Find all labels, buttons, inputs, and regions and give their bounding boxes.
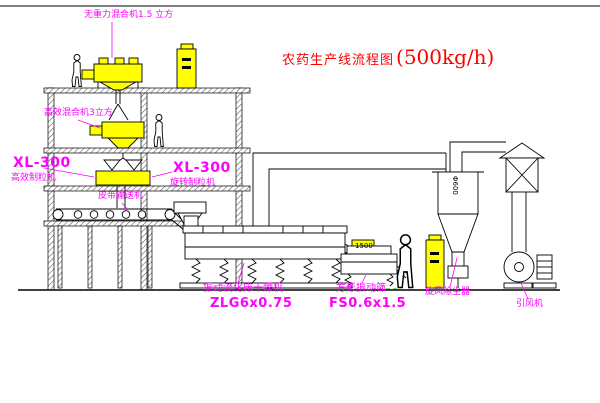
worker-figure-top-floor [71,54,82,87]
elevator-box-lower [425,234,445,289]
dimension-screen-feed: 1500 [355,242,373,250]
label-fluid-bed-dryer-model: ZLG6x0.75 [210,296,293,311]
dimension-cyclone-diameter: Φ600 [451,176,459,195]
label-granulator-mid-name: 旋转制粒机 [170,178,216,188]
label-gravity-mixer: 无重力混合机1.5 立方 [84,10,174,20]
elevator-box-upper [176,43,197,89]
belt-conveyor [52,208,191,231]
granulator-chute [116,186,126,208]
title-capacity: (500kg/h) [396,45,495,69]
gravity-mixer [81,57,143,91]
label-cyclone: 旋风除尘器 [425,287,471,297]
title-text: 农药生产线流程图 [282,53,395,68]
label-leader-lines [43,22,529,300]
label-fluid-bed-dryer: 振动流化床干燥机 [203,283,283,294]
label-granulator-left-model: XL-300 [13,155,71,171]
label-high-eff-mixer: 高效混合机3立方 [44,108,113,118]
label-belt-conveyor: 皮带输送机 [98,191,144,201]
drawing-title: 农药生产线流程图 (500kg/h) [282,45,494,69]
label-fan: 引风机 [516,299,544,309]
exhaust-pipe-cyclone-to-stack [449,141,506,172]
granulator [95,159,151,186]
label-granulator-mid-model: XL-300 [173,160,231,176]
induced-draft-fan [503,251,557,289]
fluid-bed-dryer [179,215,359,289]
exhaust-stack-cap [498,142,546,252]
label-vibrating-screen: 方形振动筛 [336,283,386,294]
feed-pipe-y1 [108,90,129,121]
high-efficiency-mixer [89,121,145,149]
cyclone-separator [432,171,484,288]
label-granulator-left-name: 高效制粒机 [11,173,57,183]
building-structure [43,87,251,291]
worker-figure-ground [396,234,414,289]
worker-figure-second-floor [153,114,164,147]
exhaust-duct-main [252,152,447,226]
label-vibrating-screen-model: FS0.6x1.5 [329,296,407,311]
